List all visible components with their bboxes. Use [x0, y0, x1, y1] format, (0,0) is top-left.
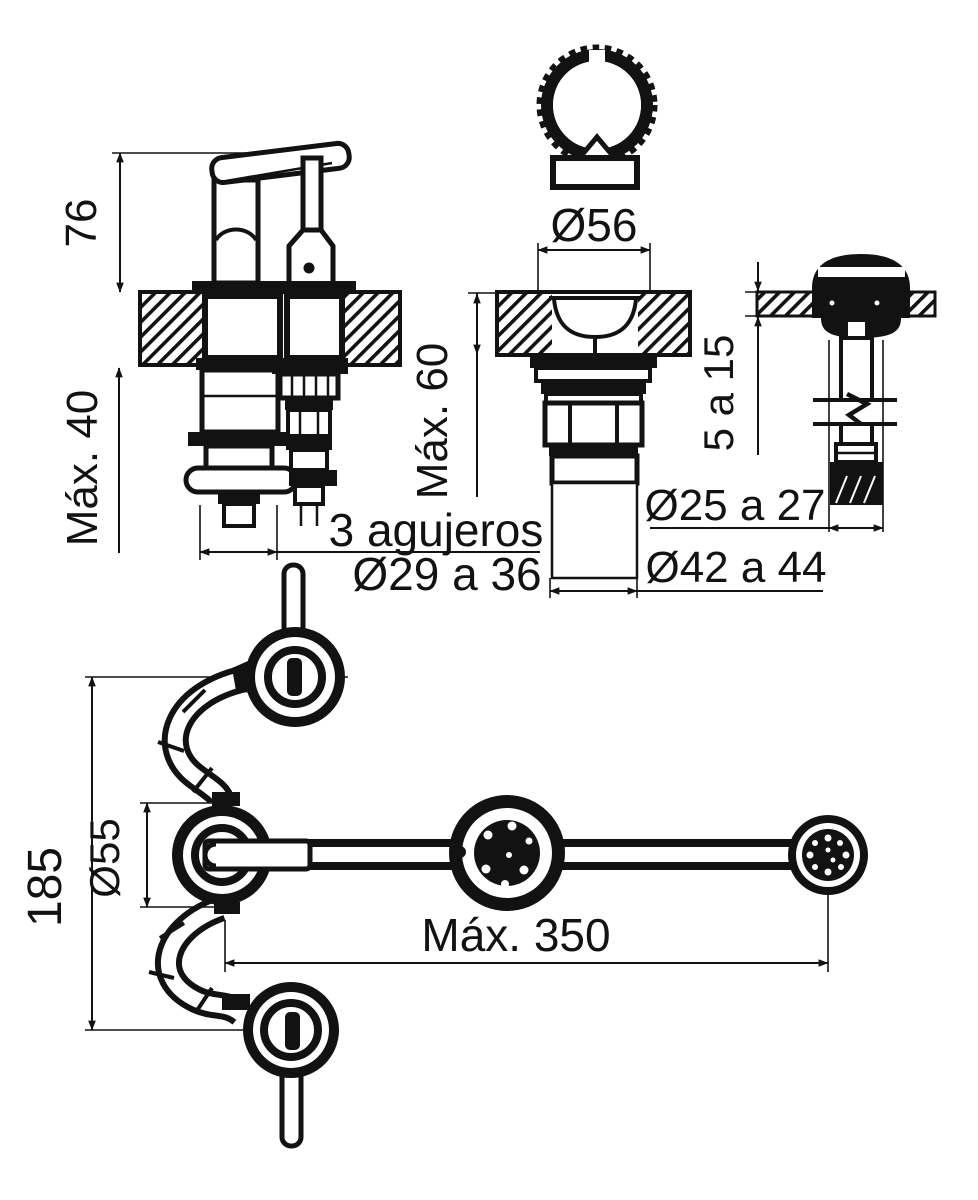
dim-o56-label: Ø56	[551, 199, 638, 251]
handle-pin	[303, 262, 315, 274]
wall-hatch-left	[497, 292, 552, 355]
holes-label-line1: 3 agujeros	[329, 504, 544, 556]
plan-handle-top	[245, 562, 345, 727]
dim-o25-label: Ø25 a 27	[644, 481, 825, 530]
knob-base	[550, 155, 640, 190]
knob-bottom-chevron	[579, 133, 615, 158]
dim-max60-label: Máx. 60	[408, 343, 457, 500]
under-deck-assembly	[183, 358, 348, 528]
side-pipe	[183, 465, 299, 495]
knob-dome-band	[818, 267, 905, 277]
valve-tail-cylinder	[550, 481, 639, 580]
view-side-mixer: 76	[57, 140, 544, 600]
connecting-tube-bottom	[148, 895, 250, 1026]
knob-through-wall	[812, 290, 910, 318]
view-knob-top: Ø56	[536, 44, 658, 290]
view-transfer-side: 5 a 15 Ø25 a 27	[644, 254, 937, 532]
aerator	[788, 815, 868, 895]
deck-hatch-left	[140, 292, 204, 365]
valve-body-through-deck-left	[202, 293, 283, 361]
deck-hatch-right	[343, 292, 400, 365]
spout-hub	[172, 805, 313, 905]
spout-tube-bend	[214, 227, 258, 242]
mixer-handle-side	[192, 140, 356, 293]
handle-body	[286, 227, 336, 287]
wall-hatch-right	[638, 292, 690, 355]
spout-pipe	[202, 838, 313, 872]
knob-face	[553, 61, 641, 149]
valve-body-through-deck-right	[284, 293, 345, 361]
dim-o55-label: Ø55	[81, 818, 128, 897]
connecting-tube-top	[157, 661, 251, 806]
transfer-stem	[839, 336, 874, 402]
view-plan: 185	[19, 562, 868, 1149]
dim-185-label: 185	[19, 847, 72, 927]
plan-handle-bottom	[243, 982, 339, 1149]
dim-350-label: Máx. 350	[421, 909, 610, 961]
swivel-joint	[449, 795, 565, 911]
knob-stem-slot	[844, 318, 869, 340]
dim-76-label: 76	[57, 199, 106, 248]
deck-section-left	[138, 290, 402, 367]
knob-notch	[589, 50, 605, 62]
valve-cup	[552, 298, 638, 340]
dim-5a15-label: 5 a 15	[695, 335, 742, 452]
swivel-set-screw	[454, 846, 466, 858]
dim-max40-label: Máx. 40	[58, 390, 107, 547]
view-valve-section: Máx. 60 Ø42 a 44	[408, 290, 827, 598]
valve-nut	[542, 400, 645, 448]
holes-label-line2: Ø29 a 36	[352, 548, 541, 600]
handle-neck	[300, 155, 324, 233]
handle-lever-side	[209, 140, 352, 186]
dim-o42-label: Ø42 a 44	[645, 543, 826, 592]
